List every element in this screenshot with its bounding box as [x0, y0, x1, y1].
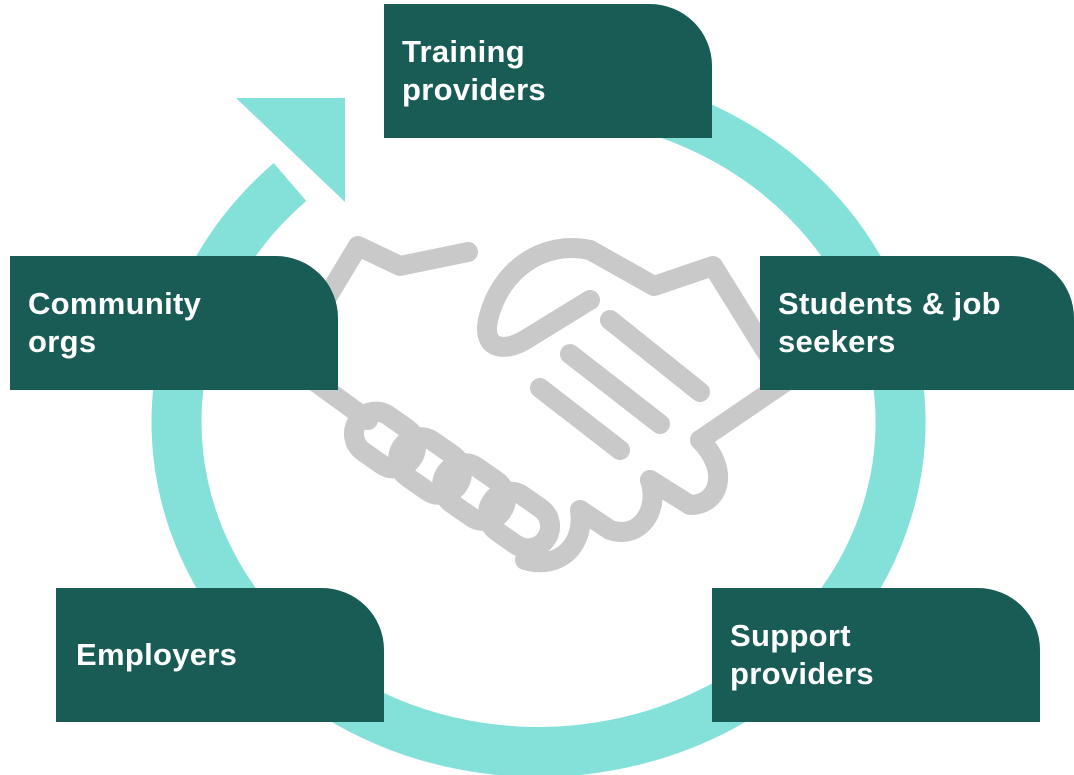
- node-training-line2: providers: [402, 72, 546, 107]
- node-students-line2: seekers: [778, 324, 896, 359]
- node-training-providers: Training providers: [384, 4, 712, 138]
- node-support-providers: Support providers: [712, 588, 1040, 722]
- node-employers-line1: Employers: [76, 637, 238, 672]
- node-students-job-seekers: Students & job seekers: [760, 256, 1074, 390]
- node-community-orgs: Community orgs: [10, 256, 338, 390]
- cycle-ring: [151, 67, 926, 775]
- node-community-line1: Community: [28, 286, 202, 321]
- node-students-line1: Students & job: [778, 286, 1001, 321]
- node-support-line2: providers: [730, 656, 874, 691]
- node-community-line2: orgs: [28, 324, 97, 359]
- node-training-line1: Training: [402, 34, 525, 69]
- node-employers: Employers: [56, 588, 384, 722]
- cycle-arrowhead: [236, 98, 345, 202]
- node-support-line1: Support: [730, 618, 851, 653]
